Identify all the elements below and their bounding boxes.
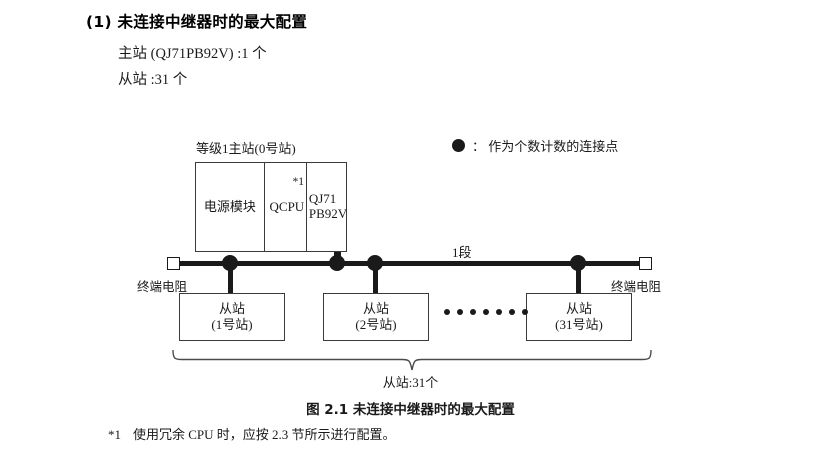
ellipsis-dot [483,309,489,315]
power-supply-module: 电源模块 [196,163,265,251]
slave-drop-line [373,263,378,294]
slave-station-box: 从站 (31号站) [526,293,632,341]
bus-line [174,261,646,266]
qcpu-label: QCPU [269,198,305,214]
slave-station-box: 从站 (1号站) [179,293,285,341]
legend-label: ： 作为个数计数的连接点 [472,139,619,154]
qj71pb92v-label-line1: QJ71 [308,191,337,207]
terminal-resistor-right-label: 终端电阻 [611,280,662,294]
segment-label: 1段 [452,245,472,260]
qcpu-footnote-marker: *1 [292,176,305,188]
qj71pb92v-label: QJ71 PB92V [308,191,348,222]
qj71pb92v-module: QJ71 PB92V [307,163,348,251]
slave-station-number: (2号站) [355,317,397,332]
ellipsis-dot [470,309,476,315]
slave-station-name: 从站 [218,300,245,316]
ellipsis-dot [522,309,528,315]
master-rack-caption: 等级1主站(0号站) [196,141,296,156]
slave-total-label: 从站:31个 [382,375,439,390]
footnote-marker: *1 [108,427,121,442]
slave-station-number: (31号站) [555,317,603,332]
terminal-resistor-right-icon [639,257,652,270]
terminal-resistor-left-label: 终端电阻 [137,280,188,294]
slave-station-number: (1号站) [211,317,253,332]
master-count-line: 主站 (QJ71PB92V) :1 个 [118,46,267,62]
slave-group-brace [172,349,652,371]
terminal-resistor-left-icon [167,257,180,270]
footnote-text: 使用冗余 CPU 时，应按 2.3 节所示进行配置。 [133,427,396,442]
ellipsis-dot [509,309,515,315]
figure-caption: 图 2.1 未连接中继器时的最大配置 [306,402,515,418]
master-rack: 电源模块 QCPU *1 QJ71 PB92V [195,162,347,252]
slave-count-line: 从站 :31 个 [118,72,188,88]
qj71pb92v-label-line2: PB92V [308,206,348,221]
ellipsis-dot [457,309,463,315]
legend: ： 作为个数计数的连接点 [452,136,618,155]
qcpu-module: QCPU *1 [265,163,307,251]
power-supply-label: 电源模块 [203,198,256,214]
slave-drop-line [576,263,581,294]
connection-point-dot [329,255,345,271]
slave-station-box: 从站 (2号站) [323,293,429,341]
section-heading: (1) 未连接中继器时的最大配置 [86,13,308,31]
slave-station-name: 从站 [362,300,389,316]
ellipsis-dot [444,309,450,315]
ellipsis-dots [444,309,528,315]
ellipsis-dot [496,309,502,315]
footnote: *1 使用冗余 CPU 时，应按 2.3 节所示进行配置。 [108,424,396,443]
slave-drop-line [228,263,233,294]
filled-circle-icon [452,139,465,152]
slave-station-name: 从站 [565,300,592,316]
